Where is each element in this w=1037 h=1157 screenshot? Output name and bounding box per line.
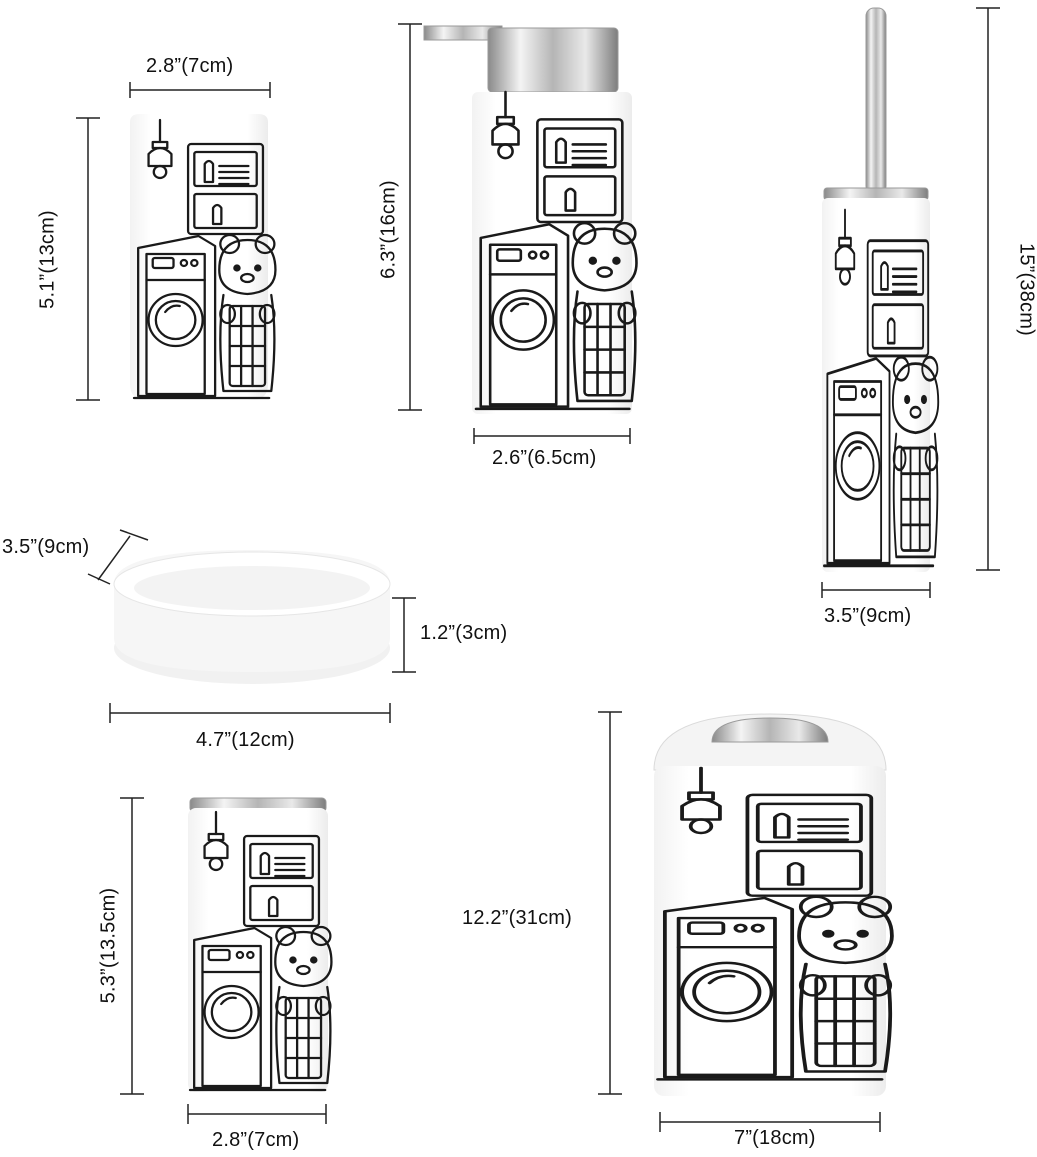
soap-dispenser bbox=[423, 25, 638, 414]
tumbler bbox=[130, 114, 277, 400]
holder-width-label: 2.8”(7cm) bbox=[212, 1129, 300, 1151]
toothbrush-holder bbox=[188, 797, 333, 1092]
dish-depth-label: 3.5”(9cm) bbox=[2, 536, 90, 558]
dispenser-width-label: 2.6”(6.5cm) bbox=[492, 447, 597, 469]
brush-width-label: 3.5”(9cm) bbox=[824, 605, 912, 627]
dish-height-label: 1.2”(3cm) bbox=[420, 622, 508, 644]
holder-height-label: 5.3”(13.5cm) bbox=[97, 887, 120, 1004]
bin-height-label: 12.2”(31cm) bbox=[462, 907, 573, 929]
soap-dish bbox=[113, 550, 391, 684]
trash-bin bbox=[653, 713, 894, 1096]
tumbler-height-label: 5.1”(13cm) bbox=[36, 210, 59, 309]
dispenser-height-label: 6.3”(16cm) bbox=[377, 180, 400, 279]
dimension-lines bbox=[76, 7, 1000, 1132]
brush-height-label: 15”(38cm) bbox=[1015, 243, 1037, 336]
bin-width-label: 7”(18cm) bbox=[734, 1127, 816, 1149]
tumbler-width-label: 2.8”(7cm) bbox=[146, 55, 234, 77]
dish-width-label: 4.7”(12cm) bbox=[196, 729, 295, 751]
toilet-brush bbox=[822, 7, 940, 572]
